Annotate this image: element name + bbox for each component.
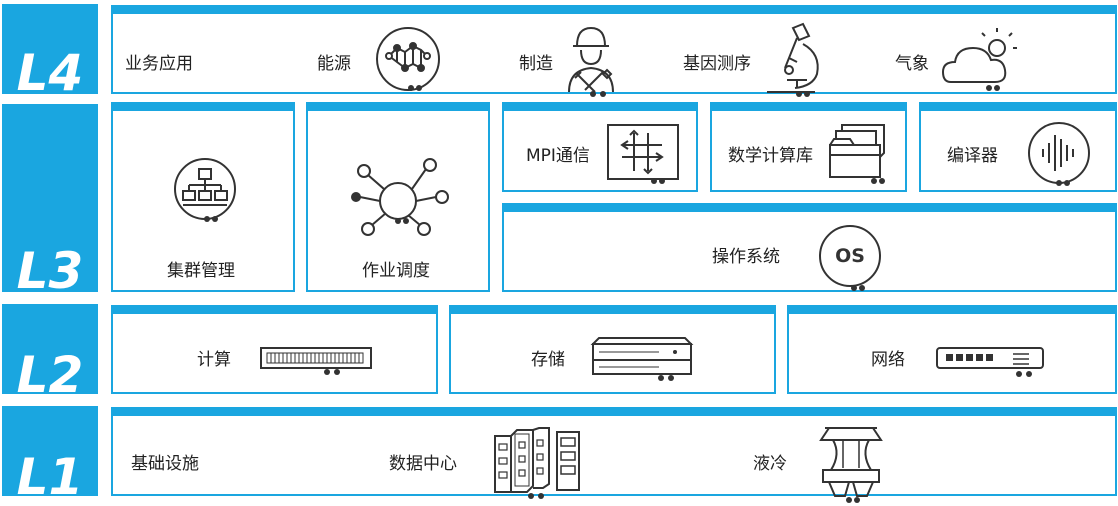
- worker-tools-icon: [563, 24, 619, 97]
- network-label: 网络: [871, 350, 905, 370]
- storage-label: 存储: [531, 350, 565, 370]
- liquid-cooling-label: 液冷: [753, 454, 787, 474]
- storage-card[interactable]: 存储: [449, 305, 776, 394]
- storage-server-icon: [589, 336, 699, 384]
- hub-network-icon: [350, 157, 450, 237]
- mpi-communication-label: MPI通信: [526, 146, 590, 166]
- os-circle-icon: [816, 224, 884, 292]
- cluster-management-card[interactable]: 集群管理: [111, 102, 295, 292]
- sound-wave-icon: [1027, 121, 1097, 187]
- mpi-communication-card[interactable]: MPI通信: [502, 102, 698, 192]
- file-cabinet-icon: [824, 123, 890, 185]
- layer-tag-l1: L1: [2, 406, 98, 502]
- network-switch-icon: [935, 344, 1047, 380]
- operating-system-card[interactable]: 操作系统 OS: [502, 203, 1117, 292]
- genome-sequencing-label: 基因测序: [683, 54, 751, 74]
- math-library-label: 数学计算库: [728, 146, 813, 166]
- org-tree-icon: [169, 155, 239, 225]
- data-center-label: 数据中心: [389, 454, 457, 474]
- energy-label: 能源: [317, 54, 351, 74]
- compiler-card[interactable]: 编译器: [919, 102, 1117, 192]
- business-app-label: 业务应用: [125, 54, 193, 74]
- job-scheduling-card[interactable]: 作业调度: [306, 102, 490, 292]
- l1-infrastructure-box: 基础设施 数据中心 液冷: [111, 407, 1117, 503]
- microscope-icon: [759, 22, 825, 97]
- infrastructure-label: 基础设施: [131, 454, 199, 474]
- layer-tag-l2: L2: [2, 304, 98, 400]
- weather-label: 气象: [895, 54, 929, 74]
- math-library-card[interactable]: 数学计算库: [710, 102, 907, 192]
- cluster-management-label: 集群管理: [167, 261, 235, 281]
- data-center-racks-icon: [491, 426, 583, 499]
- job-scheduling-label: 作业调度: [362, 261, 430, 281]
- os-badge-text: OS: [835, 245, 865, 267]
- layer-tag-l3: L3: [2, 104, 98, 296]
- operating-system-label: 操作系统: [712, 247, 780, 267]
- cooling-tower-icon: [815, 424, 887, 503]
- compiler-label: 编译器: [947, 146, 998, 166]
- compute-card[interactable]: 计算: [111, 305, 438, 394]
- network-card[interactable]: 网络: [787, 305, 1117, 394]
- layer-tag-l4: L4: [2, 4, 98, 98]
- cloud-sun-icon: [941, 24, 1021, 94]
- l4-application-box: 业务应用 能源 制造 基因测序 气象: [111, 5, 1117, 97]
- energy-molecule-icon: [375, 26, 445, 92]
- manufacturing-label: 制造: [519, 54, 553, 74]
- mpi-crossroads-icon: [606, 123, 682, 185]
- compute-label: 计算: [197, 350, 231, 370]
- server-rack-icon: [259, 344, 375, 378]
